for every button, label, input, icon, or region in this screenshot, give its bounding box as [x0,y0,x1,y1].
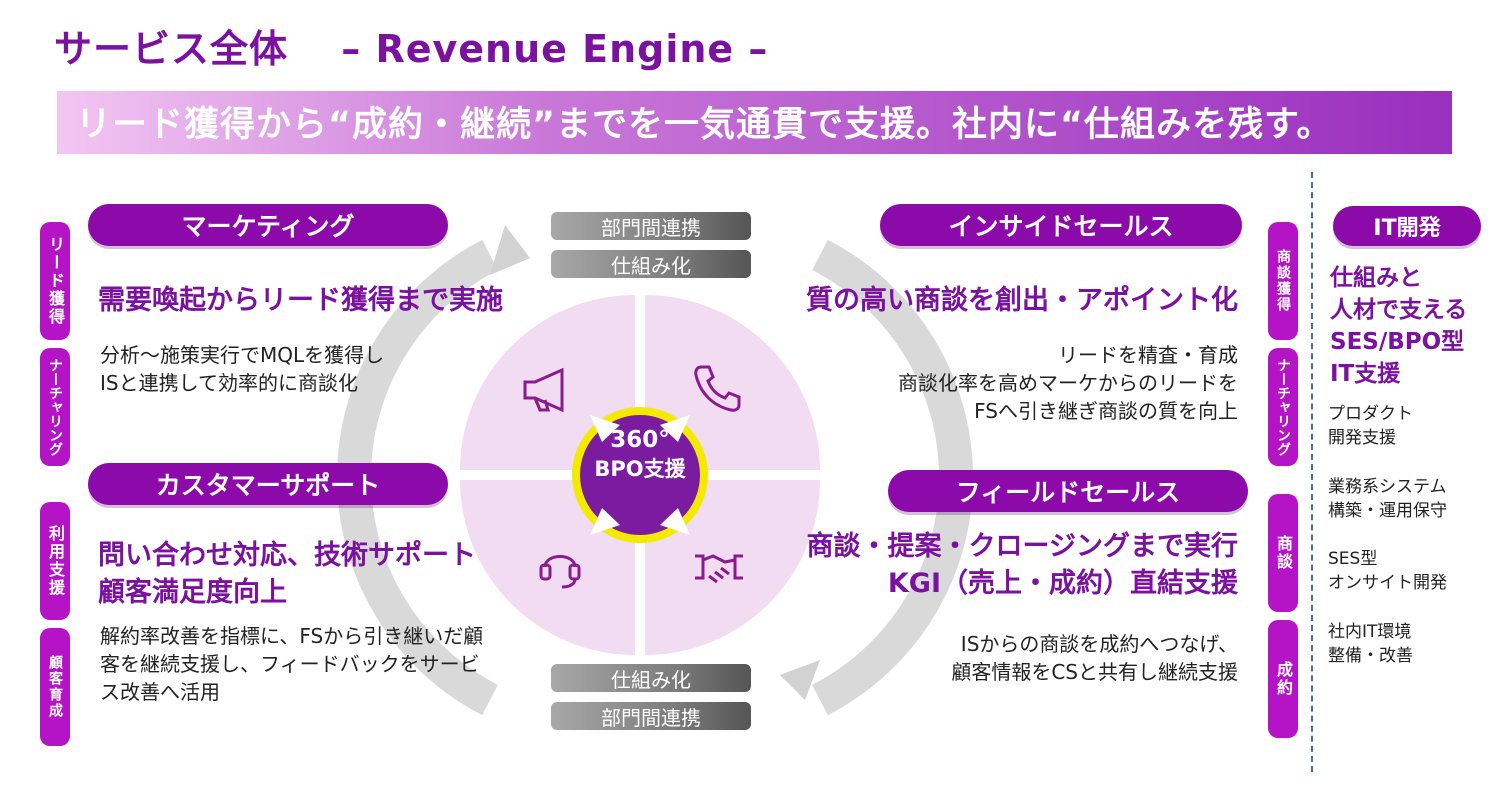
badge-line-2: BPO支援 [594,457,686,481]
quadrant-top-right [645,295,820,470]
it-item-product-line-2: 開発支援 [1328,428,1396,448]
it-item-ses-line-1: SES型 [1328,549,1378,569]
headset-icon [539,555,581,589]
inside-sales-body-line-2: 商談化率を高めマーケからのリードを [898,371,1238,395]
it-heading-line-1: 仕組みと [1330,265,1422,291]
tab-customer-growth: 顧客育成 [40,628,70,746]
tab-contract: 成約 [1268,620,1298,738]
badge-core [580,415,700,535]
customer-support-body-line-1: 解約率改善を指標に、FSから引き継いだ顧 [100,624,484,648]
tab-nurturing-right: ナーチャリング [1268,348,1298,466]
customer-support-heading-line-2: 顧客満足度向上 [98,577,287,608]
field-sales-body-line-2: 顧客情報をCSと共有し継続支援 [951,660,1238,684]
pill-collaboration-top: 部門間連携 [551,212,751,240]
customer-support-body: 解約率改善を指標に、FSから引き継いだ顧 客を継続支援し、フィードバックをサービ… [100,622,483,706]
inside-sales-heading: 質の高い商談を創出・アポイント化 [806,285,1238,316]
it-item-ses: SES型 オンサイト開発 [1328,547,1447,595]
pill-collaboration-bottom: 部門間連携 [551,702,751,730]
tab-meeting-acquisition: 商談獲得 [1268,222,1298,340]
pill-systemization-bottom: 仕組み化 [551,664,751,692]
it-item-product-line-1: プロダクト [1328,404,1413,424]
marketing-heading: 需要喚起からリード獲得まで実施 [98,285,503,316]
it-heading-line-3: SES/BPO型 [1330,329,1465,355]
quadrant-top-left [460,295,635,470]
handshake-icon [695,554,743,584]
badge-arrow-bl [590,508,620,535]
tab-usage-support: 利用支援 [40,502,70,620]
marketing-body: 分析～施策実行でMQLを獲得し ISと連携して効率的に商談化 [100,341,384,397]
customer-support-heading-line-1: 問い合わせ対応、技術サポート [98,540,476,571]
it-item-ses-line-2: オンサイト開発 [1328,573,1447,593]
customer-support-label: カスタマーサポート [88,463,448,505]
it-item-internal-it: 社内IT環境 整備・改善 [1328,620,1413,668]
inside-sales-body-line-1: リードを精査・育成 [1058,343,1238,367]
section-divider [1311,172,1313,772]
cycle-arrow-right-head [780,660,820,700]
it-item-internal-it-line-2: 整備・改善 [1328,646,1413,666]
banner-background [57,91,1452,154]
it-heading: 仕組みと 人材で支える SES/BPO型 IT支援 [1330,262,1467,390]
field-sales-body-line-1: ISからの商談を成約へつなげ、 [960,632,1238,656]
pill-systemization-top: 仕組み化 [551,250,751,278]
field-sales-body: ISからの商談を成約へつなげ、 顧客情報をCSと共有し継続支援 [830,630,1238,686]
field-sales-heading: 商談・提案・クロージングまで実行 KGI（売上・成約）直結支援 [730,528,1238,602]
it-item-internal-it-line-1: 社内IT環境 [1328,622,1412,642]
banner-text: リード獲得から“成約・継続”までを一気通貫で支援。社内に“仕組みを残す。 [76,105,1333,145]
badge-arrow-tr [660,415,690,442]
it-item-business-system: 業務系システム 構築・運用保守 [1328,475,1447,523]
inside-sales-body-line-3: FSへ引き継ぎ商談の質を向上 [974,399,1238,423]
it-heading-line-4: IT支援 [1330,361,1401,387]
it-label: IT開発 [1333,206,1481,246]
quadrant-bottom-right [645,480,820,655]
tab-lead-acquisition: リード獲得 [40,222,70,340]
inside-sales-body: リードを精査・育成 商談化率を高めマーケからのリードを FSへ引き継ぎ商談の質を… [780,341,1238,425]
center-badge-text: 360° BPO支援 [565,425,715,483]
customer-support-body-line-3: ス改善へ活用 [100,680,220,704]
inside-sales-label: インサイドセールス [880,204,1242,246]
badge-line-1: 360° [610,427,670,453]
page-title: サービス全体 – Revenue Engine – [54,27,769,71]
field-sales-heading-line-1: 商談・提案・クロージングまで実行 [806,531,1238,562]
it-item-product: プロダクト 開発支援 [1328,402,1413,450]
field-sales-label: フィールドセールス [888,470,1248,512]
quadrants [460,295,820,655]
customer-support-heading: 問い合わせ対応、技術サポート 顧客満足度向上 [98,537,476,611]
marketing-label: マーケティング [88,204,448,246]
customer-support-body-line-2: 客を継続支援し、フィードバックをサービ [100,652,480,676]
marketing-body-line-1: 分析～施策実行でMQLを獲得し [100,343,385,367]
badge-arrow-tl [590,415,620,442]
phone-icon [694,365,741,412]
cycle-arrow-left-head [490,225,530,275]
it-item-business-system-line-2: 構築・運用保守 [1328,501,1447,521]
megaphone-icon [523,367,564,413]
field-sales-heading-line-2: KGI（売上・成約）直結支援 [887,568,1238,599]
marketing-body-line-2: ISと連携して効率的に商談化 [100,371,358,395]
it-item-business-system-line-1: 業務系システム [1328,477,1447,497]
quadrant-bottom-left [460,480,635,655]
tab-negotiation: 商談 [1268,494,1298,612]
tab-nurturing-left: ナーチャリング [40,348,70,466]
badge-arrow-br [660,508,690,535]
it-heading-line-2: 人材で支える [1330,297,1468,323]
